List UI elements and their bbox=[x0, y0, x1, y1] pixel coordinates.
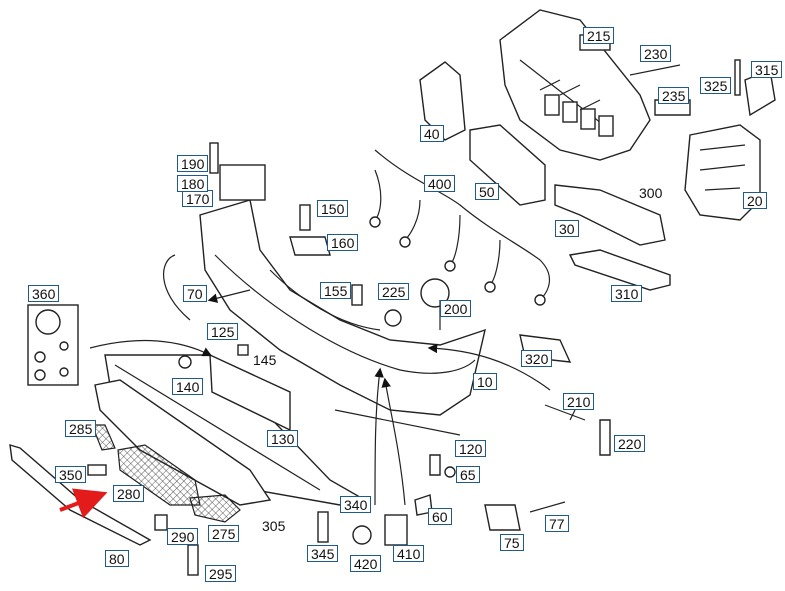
clip-295 bbox=[187, 544, 199, 576]
bolt-190 bbox=[209, 142, 219, 174]
pin-210 bbox=[544, 404, 586, 421]
callout-340: 340 bbox=[340, 496, 372, 513]
callout-180: 180 bbox=[177, 175, 209, 192]
callout-120: 120 bbox=[455, 440, 487, 457]
bracket-160 bbox=[289, 236, 331, 256]
callout-410: 410 bbox=[393, 545, 425, 562]
arrow-410 bbox=[381, 377, 406, 506]
callout-220: 220 bbox=[614, 435, 646, 452]
left-mount-bracket bbox=[419, 61, 466, 141]
arrow-140 bbox=[89, 339, 213, 357]
callout-30: 30 bbox=[555, 220, 579, 237]
callout-300: 300 bbox=[639, 185, 663, 201]
clip-290 bbox=[154, 514, 168, 531]
right-grille-mesh bbox=[189, 494, 241, 523]
callout-65: 65 bbox=[456, 466, 480, 483]
callout-60: 60 bbox=[428, 508, 452, 525]
cable-70 bbox=[163, 254, 191, 321]
callout-290: 290 bbox=[167, 528, 199, 545]
callout-320: 320 bbox=[521, 350, 553, 367]
clip-145 bbox=[237, 344, 249, 356]
callout-70: 70 bbox=[183, 285, 207, 302]
tool-icon bbox=[27, 304, 79, 386]
callout-77: 77 bbox=[545, 515, 569, 532]
red-arrow bbox=[59, 488, 108, 519]
callout-225: 225 bbox=[378, 283, 410, 300]
callout-20: 20 bbox=[743, 192, 767, 209]
bracket-170 bbox=[219, 164, 266, 201]
arrow-420 bbox=[374, 367, 384, 506]
callout-160: 160 bbox=[327, 234, 359, 251]
trim-strip bbox=[9, 444, 152, 546]
cap-75 bbox=[484, 504, 521, 531]
callout-400: 400 bbox=[424, 175, 456, 192]
callout-305: 305 bbox=[262, 518, 286, 534]
ring-420 bbox=[352, 525, 372, 545]
bolt-150 bbox=[299, 204, 311, 231]
callout-315: 315 bbox=[751, 61, 783, 78]
lower-absorber bbox=[554, 184, 666, 246]
callout-280: 280 bbox=[113, 485, 145, 502]
callout-295: 295 bbox=[205, 565, 237, 582]
callout-75: 75 bbox=[500, 534, 524, 551]
clip-140 bbox=[178, 355, 192, 369]
bracket-220 bbox=[599, 419, 611, 456]
callout-420: 420 bbox=[350, 555, 382, 572]
callout-360: 360 bbox=[28, 285, 60, 302]
strip-line bbox=[334, 409, 461, 436]
callout-310: 310 bbox=[611, 285, 643, 302]
arrow-10 bbox=[427, 343, 551, 391]
callout-275: 275 bbox=[208, 525, 240, 542]
callout-190: 190 bbox=[177, 155, 209, 172]
bolt-155 bbox=[351, 284, 363, 306]
callout-285: 285 bbox=[65, 420, 97, 437]
callout-50: 50 bbox=[475, 183, 499, 200]
side-grille-mesh bbox=[91, 424, 116, 451]
callout-125: 125 bbox=[207, 323, 239, 340]
callout-80: 80 bbox=[105, 550, 129, 567]
lower-rail bbox=[568, 249, 671, 291]
pin-77 bbox=[529, 501, 566, 513]
sensor-225 bbox=[384, 309, 402, 327]
leader-210 bbox=[569, 409, 576, 421]
pin-325 bbox=[734, 59, 741, 96]
callout-130: 130 bbox=[267, 430, 299, 447]
callout-150: 150 bbox=[317, 200, 349, 217]
screw-345 bbox=[317, 511, 329, 543]
bumper-cover bbox=[199, 199, 486, 416]
bolt-230 bbox=[629, 64, 681, 76]
callout-140: 140 bbox=[172, 378, 204, 395]
impact-absorber bbox=[469, 124, 546, 206]
nut-65 bbox=[444, 466, 456, 478]
wiring-harness bbox=[369, 149, 550, 306]
callout-40: 40 bbox=[420, 125, 444, 142]
callout-325: 325 bbox=[700, 77, 732, 94]
callout-350: 350 bbox=[55, 466, 87, 483]
callout-345: 345 bbox=[307, 545, 339, 562]
callout-155: 155 bbox=[320, 282, 352, 299]
arrow-70 bbox=[207, 289, 251, 303]
callout-200: 200 bbox=[440, 300, 472, 317]
callout-215: 215 bbox=[583, 27, 615, 44]
front-spoiler bbox=[94, 379, 272, 506]
sensor-410 bbox=[384, 514, 408, 546]
callout-230: 230 bbox=[640, 45, 672, 62]
clip-120 bbox=[429, 454, 441, 476]
callout-145: 145 bbox=[253, 352, 277, 368]
right-side-bracket bbox=[684, 124, 761, 221]
callout-210: 210 bbox=[563, 393, 595, 410]
callout-235: 235 bbox=[658, 87, 690, 104]
bumper-carrier bbox=[499, 9, 651, 161]
screw-350 bbox=[87, 464, 107, 476]
callout-10: 10 bbox=[473, 373, 497, 390]
